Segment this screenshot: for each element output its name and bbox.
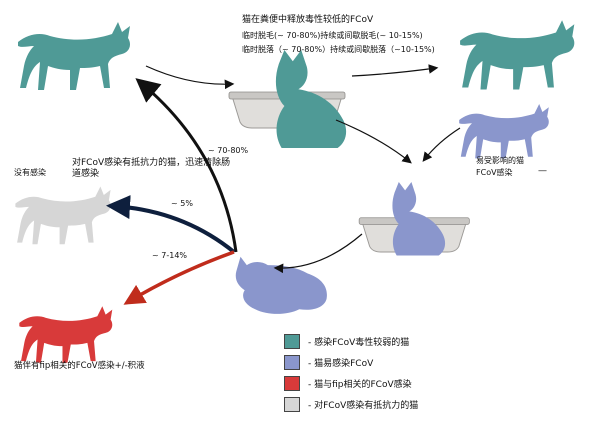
susceptible-description-2: FCoV感染 — [476, 168, 513, 177]
teal-cat-top-left — [18, 22, 130, 90]
legend-item-resistant: - 对FCoV感染有抵抗力的猫 — [284, 397, 418, 412]
resistant-description: 对FCoV感染有抵抗力的猫，迅速清除肠道感染 — [72, 158, 231, 180]
no-infection-label: 没有感染 — [14, 168, 46, 177]
arrow-to-right-cat — [351, 64, 439, 77]
legend-item-susceptible: - 猫易感染FCoV — [284, 355, 373, 370]
arrow-box-to-lying-cat — [273, 233, 363, 274]
shed-line-2: 临时脱落（~ 70-80%）持续或间歇脱落（~10-15%) — [242, 45, 435, 54]
pct-70-80: ~ 70-80% — [208, 146, 249, 155]
fip-description: 猫伴有fip相关的FCoV感染+/-积液 — [14, 361, 145, 371]
arrow-to-shedder — [135, 78, 238, 253]
legend-label-shedder: - 感染FCoV毒性较弱的猫 — [308, 338, 410, 348]
arrow-to-litter — [145, 65, 235, 90]
legend-swatch-resistant — [284, 397, 300, 412]
arrow-litter-to-lower-box — [335, 119, 412, 164]
legend-label-resistant: - 对FCoV感染有抵抗力的猫 — [308, 401, 419, 411]
legend-swatch-susceptible — [284, 355, 300, 370]
pct-7-14: ~ 7-14% — [152, 251, 188, 260]
red-cat — [19, 306, 113, 363]
legend-label-susceptible: - 猫易感染FCoV — [308, 359, 374, 369]
arrow-to-resistant — [106, 195, 236, 254]
legend-item-shedder: - 感染FCoV毒性较弱的猫 — [284, 334, 409, 349]
susceptible-description-1: 易受影响的猫 — [476, 156, 524, 165]
dash-mark: — — [538, 166, 547, 176]
legend-label-fip: - 猫与fip相关的FCoV感染 — [308, 380, 412, 390]
grey-cat — [15, 186, 111, 245]
arrow-to-fip — [123, 250, 235, 305]
shed-title: 猫在粪便中释放毒性较低的FCoV — [242, 15, 374, 25]
legend-swatch-fip — [284, 376, 300, 391]
pct-5: ~ 5% — [171, 199, 193, 208]
legend-item-fip: - 猫与fip相关的FCoV感染 — [284, 376, 412, 391]
arrow-blue-cat-to-box — [422, 127, 461, 162]
blue-cat-lying — [235, 256, 327, 314]
shed-line-1: 临时脱毛(~ 70-80%)持续或间歇脱毛(~ 10-15%) — [242, 31, 423, 40]
legend-swatch-shedder — [284, 334, 300, 349]
blue-cat-right — [459, 104, 549, 159]
teal-cat-top-right — [460, 20, 575, 90]
